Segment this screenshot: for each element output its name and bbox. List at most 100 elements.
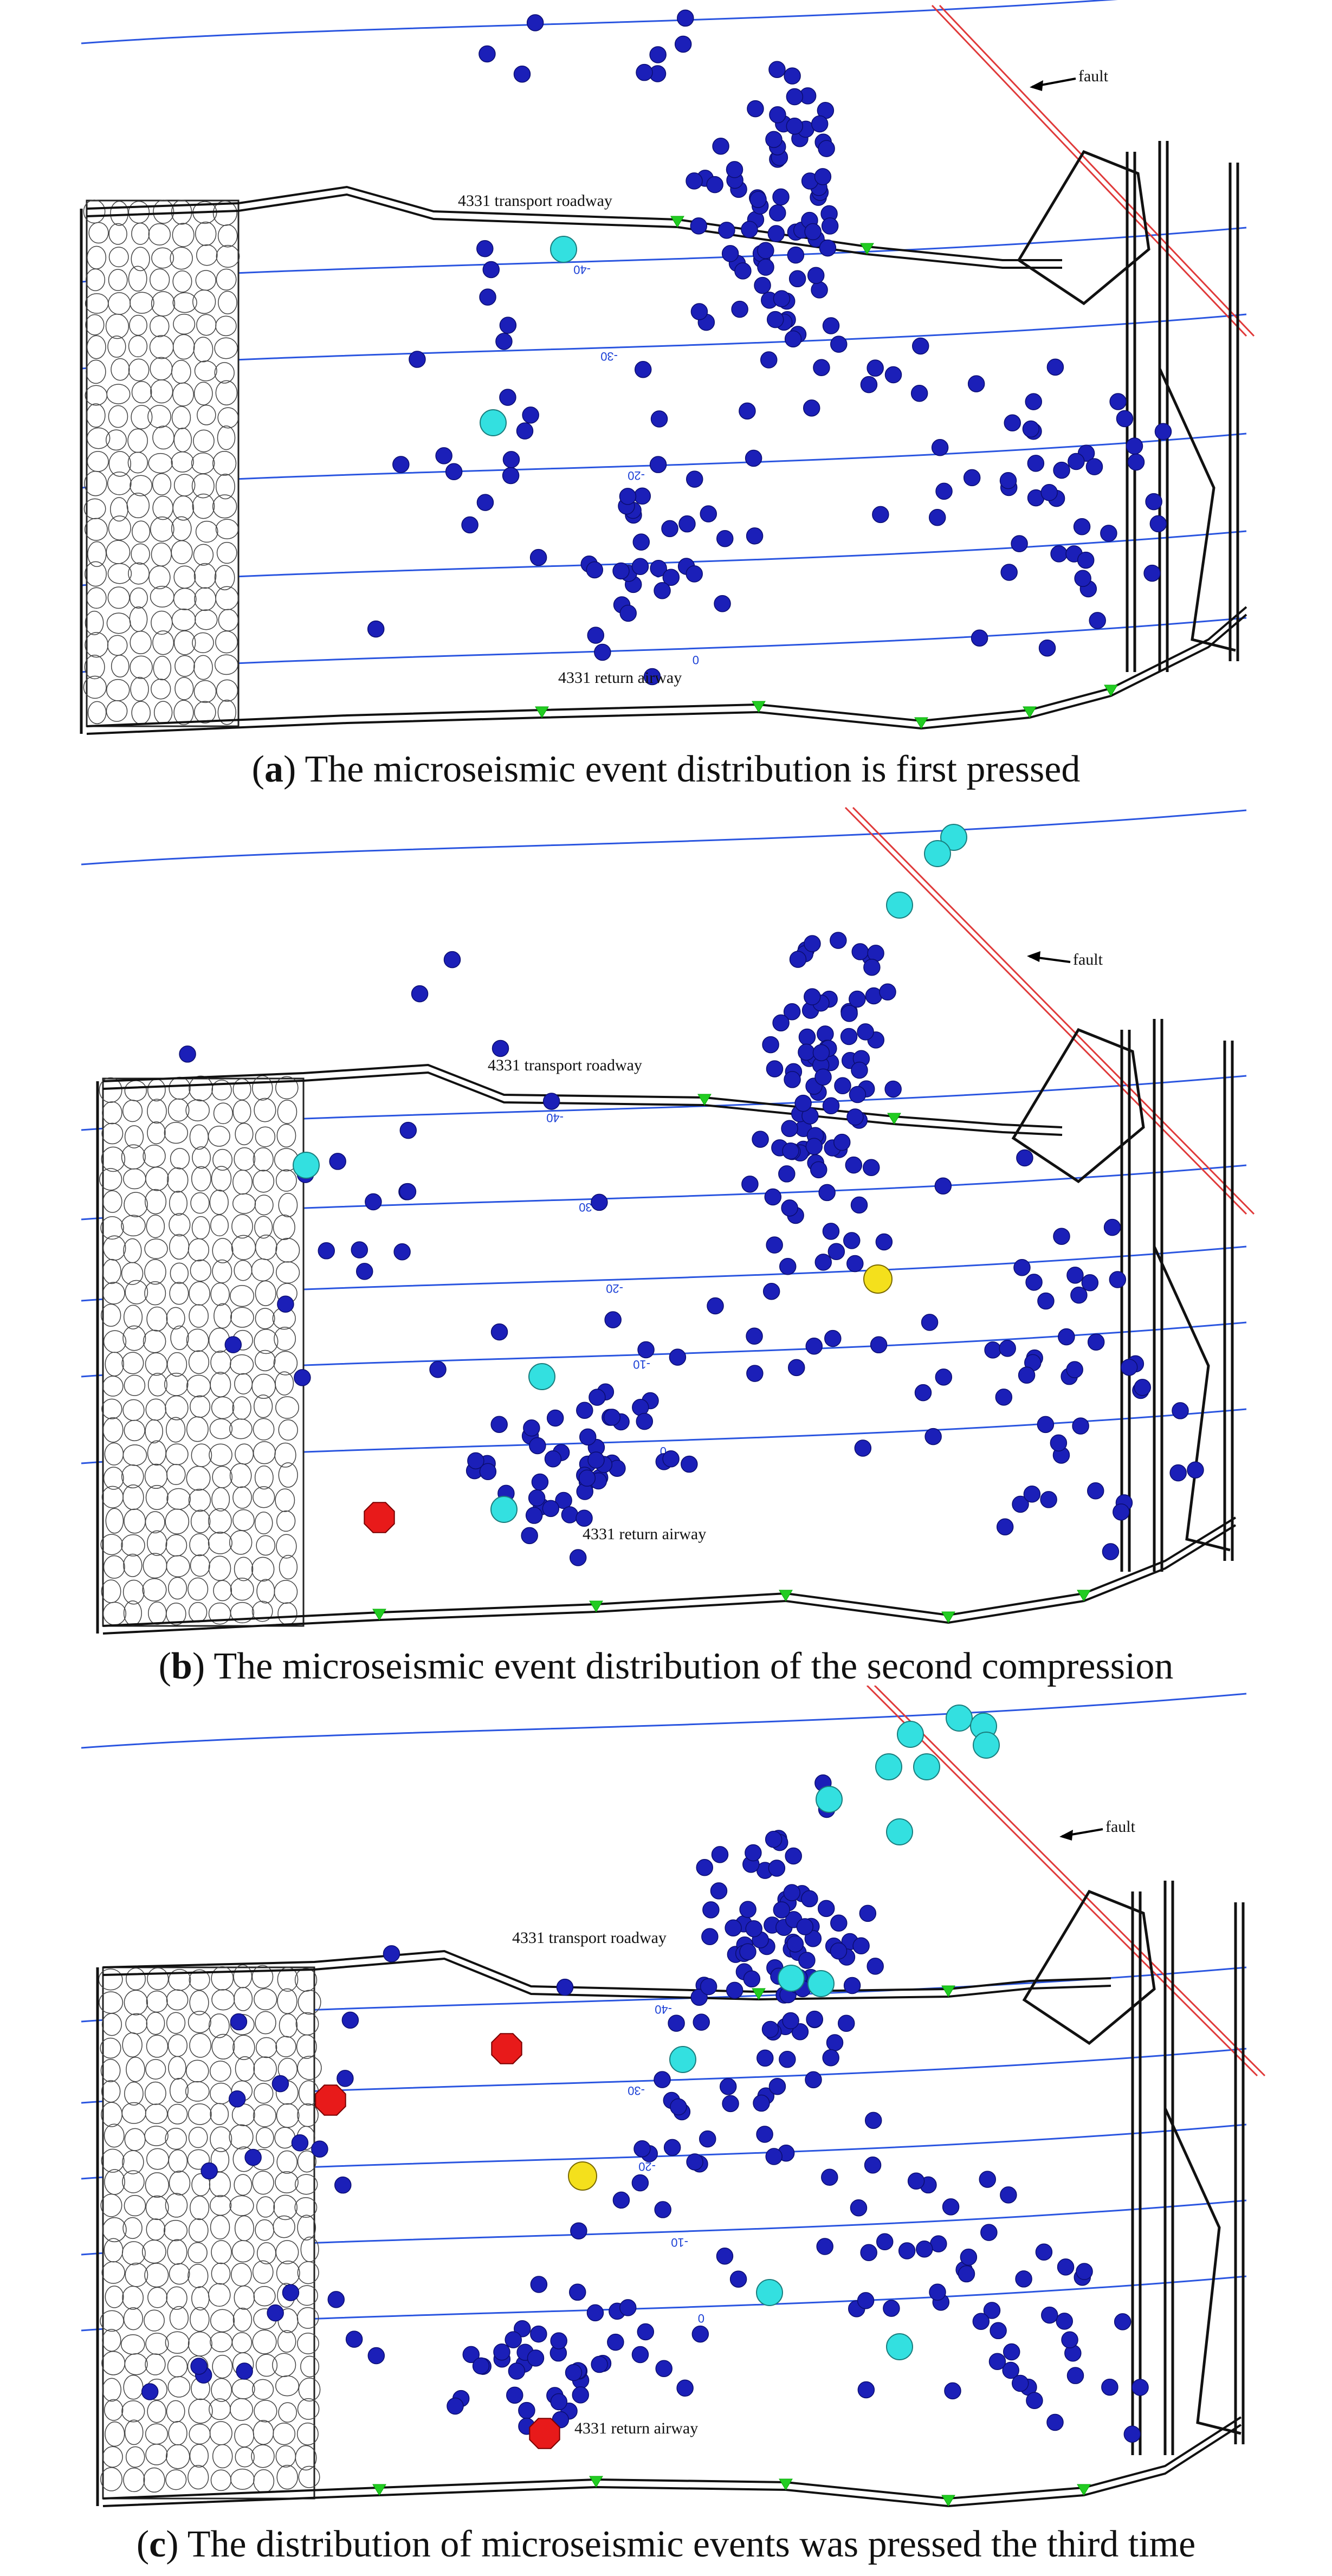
event-blue (569, 2283, 586, 2301)
event-blue (604, 1311, 622, 1328)
event-blue (411, 985, 429, 1003)
gob-rock (131, 543, 150, 565)
event-blue (461, 516, 479, 534)
event-blue (636, 63, 653, 81)
gob-rock (216, 679, 238, 702)
event-blue (345, 2330, 363, 2348)
event-blue (846, 1255, 864, 1273)
event-blue (607, 2333, 624, 2351)
gob-rock (195, 221, 217, 246)
gob-rock (196, 244, 218, 266)
event-blue (884, 1080, 902, 1098)
event-blue (291, 2134, 309, 2152)
sensor-marker (589, 1600, 603, 1612)
contour-label: -40 (573, 263, 591, 276)
event-blue (766, 1060, 784, 1077)
fault-line (852, 806, 1255, 1215)
gob-rock (83, 675, 107, 699)
event-blue (1070, 1286, 1088, 1304)
event-blue (1013, 1258, 1031, 1276)
event-blue (686, 470, 703, 488)
gob-rock (145, 1419, 163, 1444)
event-blue (490, 1323, 508, 1341)
gob-rock (102, 2217, 127, 2243)
event-blue (1101, 2378, 1118, 2396)
gob-rock (211, 1080, 232, 1101)
gob-rock (142, 1578, 167, 1602)
event-blue (814, 1068, 832, 1086)
gob-rock (210, 1282, 230, 1306)
gob-rock (185, 2081, 210, 2102)
gob-rock (212, 1148, 233, 1171)
contour-label: -40 (546, 1111, 564, 1125)
event-blue (1027, 455, 1045, 472)
event-blue (686, 172, 703, 190)
gob-rock (276, 2150, 298, 2174)
event-blue (798, 1028, 816, 1046)
event-blue (1004, 414, 1021, 432)
gob-rock (254, 1988, 277, 2011)
event-blue (739, 1943, 756, 1960)
event-blue (1038, 639, 1056, 657)
gob-rock (186, 1465, 211, 1491)
gob-rock (294, 2174, 318, 2195)
event-blue (633, 2140, 651, 2158)
gob-rock (105, 1508, 124, 1534)
gob-rock (124, 2419, 144, 2445)
event-blue (816, 2238, 833, 2255)
event-blue (1123, 2425, 1141, 2443)
event-blue (783, 1884, 800, 1901)
gob-rock (104, 2123, 125, 2148)
event-blue (655, 2360, 673, 2377)
event-blue (591, 1193, 608, 1211)
event-blue (492, 1040, 509, 1057)
gob-rock (108, 515, 131, 541)
event-blue (634, 360, 652, 378)
gob-rock (165, 1395, 189, 1421)
gob-rock (297, 2398, 320, 2420)
event-blue (822, 2049, 839, 2067)
gob-rock (84, 470, 107, 496)
event-cyan (490, 1496, 518, 1523)
gob-rock (275, 1371, 294, 1396)
gob-rock (188, 1488, 211, 1512)
event-blue (1068, 453, 1085, 470)
event-blue (822, 317, 840, 334)
event-blue (944, 2382, 961, 2400)
fault-label: fault (1073, 951, 1103, 969)
event-blue (529, 1437, 546, 1455)
event-blue (668, 2015, 685, 2032)
event-blue (768, 1860, 786, 1877)
event-blue (467, 1452, 484, 1470)
gob-rock (121, 1464, 144, 1489)
return-airway-label: 4331 return airway (574, 2419, 698, 2437)
event-blue (914, 1384, 932, 1402)
gob-rock (166, 2012, 186, 2034)
gob-rock (147, 1373, 167, 1397)
gob-rock (143, 2467, 165, 2493)
event-blue (271, 2075, 289, 2093)
event-blue (876, 2233, 894, 2251)
gob-rock (121, 1215, 146, 1237)
gob-rock (148, 453, 173, 474)
event-blue (807, 267, 825, 284)
gob-rock (276, 1510, 296, 1532)
event-blue (767, 225, 785, 242)
gob-rock (128, 358, 150, 382)
fault-c (866, 1686, 1266, 2077)
gob-rock (212, 1238, 234, 1263)
gob-rock (232, 1170, 253, 1195)
gob-rock (190, 1554, 210, 1577)
event-blue (783, 1003, 801, 1021)
event-blue (556, 1978, 574, 1996)
sensor-marker (941, 2495, 955, 2507)
gob-rock (197, 404, 216, 425)
gob-rock (108, 223, 127, 245)
gob-rock (106, 700, 128, 722)
gob-rock (165, 2127, 187, 2150)
event-blue (521, 1527, 538, 1545)
event-blue (734, 262, 752, 280)
event-blue (508, 2362, 526, 2380)
gob-rock (255, 2037, 277, 2058)
gob-rock (173, 313, 196, 335)
